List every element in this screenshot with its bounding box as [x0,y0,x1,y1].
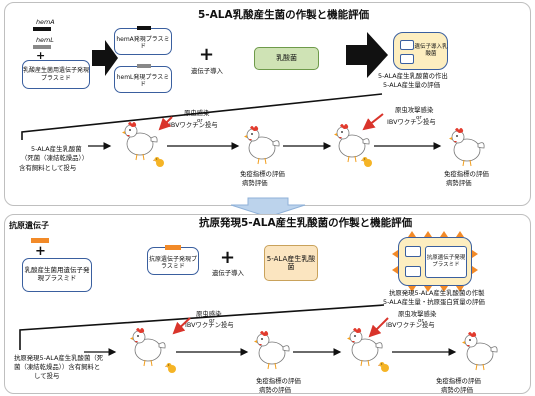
bottom-antigen-label: 抗原遺伝子 [9,221,49,230]
top-feed-text-1: 5-ALA産生乳酸菌 [31,145,82,153]
top-big-arrow-2 [346,32,388,78]
bottom-result-caption-1: 抗原発現5-ALA産生乳酸菌の作製 [389,289,485,297]
top-red-arrow-1 [158,116,173,131]
bottom-transfer-label: 遺伝子導入 [212,269,244,277]
hemL-plasmid-label: hemL発現プラスミド [116,74,170,89]
top-eval-2a: 免疫指標の評価 [444,170,489,178]
top-result-caption-2: 5-ALA産生量の評価 [383,81,441,89]
bottom-result-box: 抗原遺伝子発現プラスミド [398,237,472,286]
top-connector [21,93,383,140]
hemL-gene-label: hemL [36,36,54,44]
top-result-plasmid-1 [400,40,414,50]
hemA-gene-label: hemA [36,18,55,26]
top-result-caption-1: 5-ALA産生乳酸菌の作出 [378,72,448,80]
bottom-result-plasmid-2 [405,266,421,277]
top-infect-1c: IBVワクチン投与 [169,121,218,129]
bottom-infect-2a: 原虫攻撃感染 [398,310,437,318]
bottom-feed-text-1: 抗原発現5-ALA産生乳酸菌（死 [14,354,104,362]
top-eval-1a: 免疫指標の評価 [240,170,285,178]
bottom-plus-2: + [220,247,236,268]
bottom-chick-1 [164,363,176,373]
top-plus-1: + [36,49,46,62]
top-infect-1b: or [197,118,203,124]
bottom-red-arrow-2 [368,317,389,338]
top-infect-2b: or [416,115,422,121]
bottom-chicken-2 [253,330,290,370]
hemA-plasmid-label: hemA発現プラスミド [116,36,170,51]
top-infect-2c: IBVワクチン投与 [387,118,436,126]
bottom-feed-text-2: 菌（凍結乾燥品））含有飼料と [14,363,101,371]
top-big-arrow-1 [92,40,118,76]
top-feed-text-2: （死菌（凍結乾燥品）） [21,154,89,162]
top-eval-1b: 病勢評価 [242,179,268,187]
bottom-plus-1: + [35,244,46,259]
bottom-red-arrow-1 [172,317,191,335]
bottom-infect-1c: IBVワクチン投与 [185,321,234,329]
hemA-plasmid-box: hemA発現プラスミド [114,26,172,55]
top-chicken-3 [333,123,370,163]
top-plus-2: + [199,44,215,65]
bottom-infect-2b: or [418,318,424,324]
top-chick-3 [360,157,372,167]
bottom-eval-1a: 免疫指標の評価 [256,377,301,385]
bottom-infect-2c: IBVワクチン投与 [386,321,435,329]
bottom-chicken-4 [461,331,498,371]
hemL-gene-bar [33,45,51,49]
top-result-plasmid-2 [400,54,414,64]
bottom-eval-1b: 病勢の評価 [259,386,291,394]
bottom-antigen-insert [165,245,181,250]
top-bacteria-box: 乳酸菌 [254,47,319,70]
top-result-label: 遺伝子導入乳酸菌 [414,44,448,57]
hemL-plasmid-box: hemL発現プラスミド [114,64,172,93]
bottom-feed-text-3: して投与 [34,372,60,380]
top-result-box: 遺伝子導入乳酸菌 [393,32,448,70]
bottom-antigen-gene-bar [31,238,49,243]
top-chicken-2 [243,125,280,165]
bottom-eval-2b: 病勢の評価 [441,386,473,394]
bottom-result-inner-box: 抗原遺伝子発現プラスミド [425,246,467,278]
bottom-antigen-plasmid-label: 抗原遺伝子発現プラスミド [148,256,197,271]
bottom-result-plasmid-1 [405,246,421,257]
bottom-bacteria-box: 5-ALA産生乳酸菌 [264,245,318,281]
top-red-arrow-2 [362,113,384,131]
bottom-result-caption-2: 5-ALA産生量・抗原蛋白質量の評価 [383,298,485,306]
top-title: 5-ALA乳酸産生菌の作製と機能評価 [198,9,370,21]
bottom-eval-2a: 免疫指標の評価 [436,377,481,385]
hemA-insert [137,26,151,30]
bottom-chick-3 [377,362,389,372]
top-transfer-label: 遺伝子導入 [191,67,223,75]
bottom-chicken-1 [129,327,166,367]
bottom-title: 抗原発現5-ALA産生乳酸菌の作製と機能評価 [199,217,413,229]
bottom-connector [19,304,385,350]
top-eval-2b: 病勢評価 [446,179,472,187]
top-feed-text-3: 含有飼料として投与 [19,164,77,172]
top-chicken-4 [448,127,485,167]
top-plasmid-box: 乳酸産生菌用遺伝子発現プラスミド [22,60,90,89]
top-chick-1 [152,157,164,167]
bottom-infect-1a: 原虫感染 [196,310,222,318]
top-chicken-1 [121,121,158,161]
hemL-insert [137,64,151,68]
bottom-infect-1b: or [209,318,215,324]
bottom-plasmid-box: 乳酸産生菌用遺伝子発現プラスミド [22,258,92,292]
bottom-chicken-3 [346,327,383,367]
bottom-antigen-plasmid-box: 抗原遺伝子発現プラスミド [147,245,199,275]
hemA-gene-bar [33,27,51,31]
down-arrow [230,197,306,218]
top-infect-2a: 原虫攻撃感染 [395,106,434,114]
